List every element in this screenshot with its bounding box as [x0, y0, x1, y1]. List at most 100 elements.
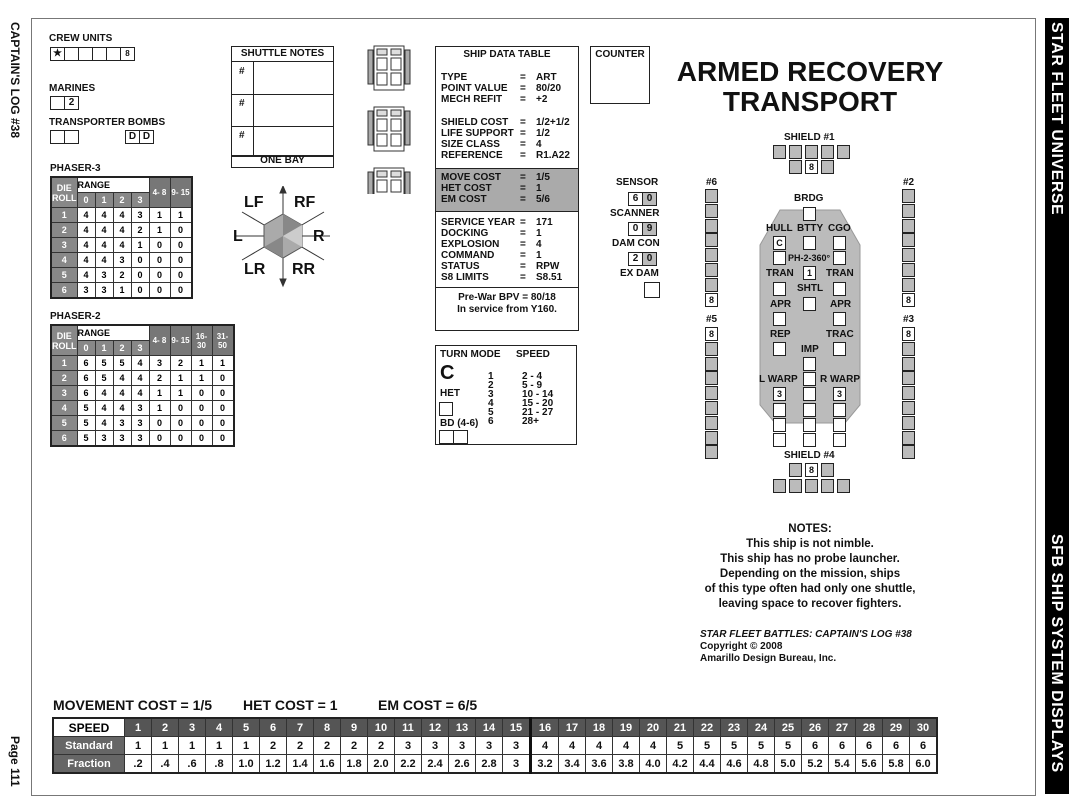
shield-box[interactable] [902, 218, 915, 233]
shield-box[interactable]: 8 [705, 292, 718, 307]
shield-box[interactable]: 8 [805, 160, 818, 174]
movement-cell[interactable]: 1.8 [340, 754, 368, 774]
movement-cell[interactable]: 4 [639, 736, 667, 755]
crew-box[interactable] [92, 47, 107, 61]
warp-box[interactable] [833, 433, 846, 447]
shield-box[interactable] [705, 356, 718, 371]
movement-cell[interactable]: 6 [801, 736, 829, 755]
shield-box[interactable] [705, 430, 718, 445]
shield-box[interactable] [789, 160, 802, 174]
movement-cell[interactable]: 4 [530, 736, 559, 755]
tractor-box[interactable] [833, 342, 846, 356]
hull-box[interactable]: C [773, 236, 786, 250]
movement-cell[interactable]: 3 [502, 754, 532, 774]
damcon-box[interactable]: 0 [642, 252, 657, 266]
apr-box[interactable] [773, 312, 786, 326]
movement-cell[interactable]: 5.4 [828, 754, 856, 774]
bomb-box[interactable] [64, 130, 79, 144]
movement-cell[interactable]: 3 [448, 736, 476, 755]
shield-box[interactable]: 8 [805, 463, 818, 477]
shield-box[interactable] [705, 415, 718, 430]
crew-box[interactable]: ★ [50, 47, 65, 61]
movement-cell[interactable]: .6 [178, 754, 206, 774]
bd-box[interactable] [439, 430, 454, 444]
het-box[interactable] [439, 402, 453, 416]
movement-cell[interactable]: 3 [421, 736, 449, 755]
shield-box[interactable] [821, 160, 834, 174]
shield-box[interactable] [705, 386, 718, 401]
shield-box[interactable] [902, 445, 915, 460]
movement-cell[interactable]: 3.8 [612, 754, 640, 774]
shield-box[interactable] [902, 371, 915, 386]
movement-cell[interactable]: 1.2 [259, 754, 287, 774]
shield-box[interactable] [821, 479, 834, 493]
movement-cell[interactable]: 4.0 [639, 754, 667, 774]
movement-cell[interactable]: 4 [585, 736, 613, 755]
movement-cell[interactable]: 4 [612, 736, 640, 755]
impulse-box[interactable] [803, 387, 816, 401]
shield-box[interactable] [837, 479, 850, 493]
scanner-box[interactable]: 0 [628, 222, 643, 236]
scanner-box[interactable]: 9 [642, 222, 657, 236]
shuttle-box[interactable] [803, 297, 816, 311]
movement-cell[interactable]: 2.6 [448, 754, 476, 774]
impulse-box[interactable] [803, 418, 816, 432]
shield-box[interactable] [902, 401, 915, 415]
movement-cell[interactable]: 2.4 [421, 754, 449, 774]
shield-box[interactable] [705, 277, 718, 292]
shield-box[interactable] [705, 341, 718, 356]
cargo-box[interactable] [833, 251, 846, 265]
shield-box[interactable] [789, 145, 802, 159]
shield-box[interactable]: 8 [902, 292, 915, 307]
shield-box[interactable] [837, 145, 850, 159]
movement-cell[interactable]: 5.2 [801, 754, 829, 774]
movement-cell[interactable]: 6.0 [909, 754, 938, 774]
dummy-bomb-box[interactable]: D [125, 130, 140, 144]
shield-box[interactable] [705, 248, 718, 263]
movement-cell[interactable]: 5 [720, 736, 748, 755]
battery-box[interactable] [803, 236, 816, 250]
movement-cell[interactable]: 5 [693, 736, 721, 755]
movement-cell[interactable]: 2 [340, 736, 368, 755]
shield-box[interactable] [805, 145, 818, 159]
dummy-bomb-box[interactable]: D [139, 130, 154, 144]
movement-cell[interactable]: 3 [502, 736, 532, 755]
movement-cell[interactable]: 3 [394, 736, 422, 755]
shield-box[interactable] [902, 341, 915, 356]
shield-box[interactable] [902, 415, 915, 430]
shield-box[interactable] [902, 248, 915, 263]
movement-cell[interactable]: 4 [558, 736, 586, 755]
hull-box[interactable] [773, 251, 786, 265]
movement-cell[interactable]: 5.6 [855, 754, 883, 774]
shield-box[interactable] [821, 463, 834, 477]
movement-cell[interactable]: 2.8 [475, 754, 503, 774]
movement-cell[interactable]: 5 [747, 736, 775, 755]
movement-cell[interactable]: 2 [286, 736, 314, 755]
shield-box[interactable] [705, 189, 718, 203]
movement-cell[interactable]: 3.2 [530, 754, 559, 774]
transporter-box[interactable] [773, 282, 786, 296]
exdam-box[interactable] [644, 282, 660, 298]
movement-cell[interactable]: 1 [124, 736, 152, 755]
movement-cell[interactable]: 4.2 [666, 754, 694, 774]
shield-box[interactable] [902, 263, 915, 277]
marine-box[interactable]: 2 [64, 96, 79, 110]
bd-box[interactable] [453, 430, 468, 444]
impulse-box[interactable] [803, 372, 816, 386]
movement-cell[interactable]: 6 [909, 736, 938, 755]
shield-box[interactable] [705, 401, 718, 415]
shield-box[interactable] [705, 218, 718, 233]
movement-cell[interactable]: 3.4 [558, 754, 586, 774]
movement-cell[interactable]: 4.4 [693, 754, 721, 774]
cargo-box[interactable] [833, 236, 846, 250]
movement-cell[interactable]: 6 [882, 736, 910, 755]
sensor-box[interactable]: 0 [642, 192, 657, 206]
crew-box[interactable] [106, 47, 121, 61]
movement-cell[interactable]: 2 [259, 736, 287, 755]
shield-box[interactable]: 8 [902, 327, 915, 341]
movement-cell[interactable]: 2.0 [367, 754, 395, 774]
movement-cell[interactable]: 2.2 [394, 754, 422, 774]
movement-cell[interactable]: 3 [475, 736, 503, 755]
sensor-box[interactable]: 6 [628, 192, 643, 206]
crew-box[interactable] [64, 47, 79, 61]
